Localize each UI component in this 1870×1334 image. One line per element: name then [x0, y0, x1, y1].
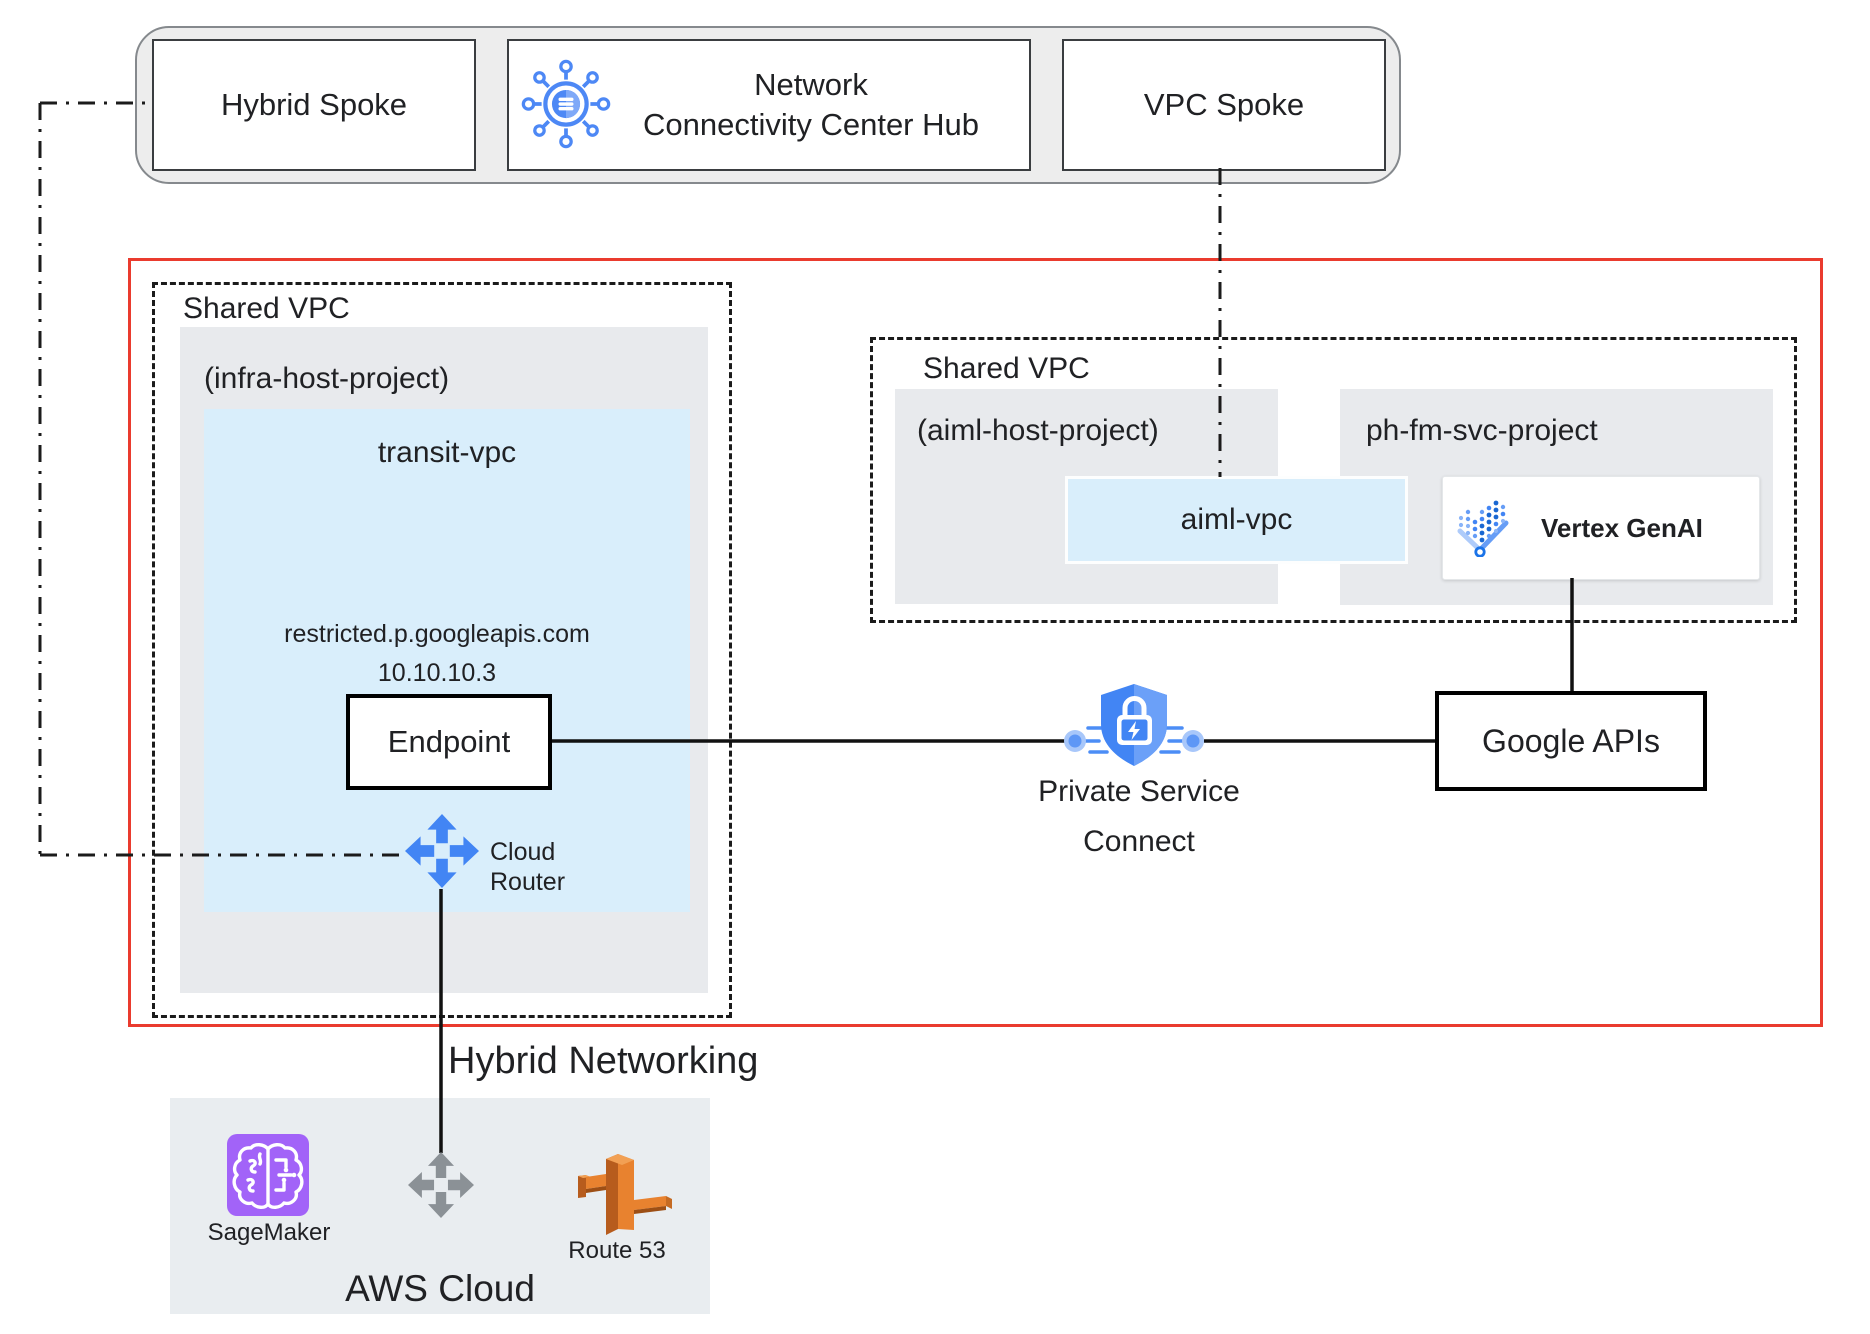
google-apis-label: Google APIs — [1482, 722, 1660, 759]
cloud-router-icon — [405, 814, 479, 888]
cloud-router-label-line2: Router — [490, 868, 566, 896]
google-apis-box: Google APIs — [1435, 691, 1707, 791]
ncc-hub-label: Network Connectivity Center Hub — [643, 67, 979, 142]
ph-fm-svc-project-label: ph-fm-svc-project — [1366, 414, 1598, 447]
route53-pillar-icon — [576, 1150, 676, 1238]
route53-label: Route 53 — [568, 1237, 666, 1264]
psc-label-line2: Connect — [1083, 825, 1195, 858]
hybrid-networking-label: Hybrid Networking — [448, 1040, 759, 1082]
endpoint-box: Endpoint — [346, 694, 552, 790]
vertex-genai-label: Vertex GenAI — [1541, 512, 1703, 543]
vertex-dots-icon — [1457, 499, 1509, 557]
vpc-spoke-label: VPC Spoke — [1143, 87, 1305, 122]
aws-cloud-label: AWS Cloud — [345, 1268, 535, 1309]
psc-label-line1: Private Service — [1038, 775, 1240, 808]
sagemaker-label: SageMaker — [207, 1219, 331, 1246]
hybrid-spoke-label: Hybrid Spoke — [220, 87, 408, 122]
endpoint-ip-label: 10.10.10.3 — [377, 659, 497, 687]
shared-vpc-aiml-title: Shared VPC — [923, 352, 1090, 385]
aiml-vpc-box: aiml-vpc — [1065, 476, 1408, 564]
ncc-hub-box: Network Connectivity Center Hub — [507, 39, 1031, 171]
vertex-genai-card: Vertex GenAI — [1442, 476, 1760, 580]
google-cloud-boundary — [128, 258, 1823, 1027]
endpoint-dns-label: restricted.p.googleapis.com — [284, 620, 590, 648]
endpoint-label: Endpoint — [387, 724, 511, 759]
shared-vpc-aiml-box — [870, 337, 1797, 623]
shared-vpc-infra-title: Shared VPC — [183, 292, 350, 325]
hybrid-spoke-box: Hybrid Spoke — [152, 39, 476, 171]
transit-vpc-label: transit-vpc — [377, 436, 517, 469]
gray-router-icon — [408, 1152, 474, 1218]
vpc-spoke-box: VPC Spoke — [1062, 39, 1386, 171]
shield-lock-icon — [1055, 682, 1215, 770]
aiml-vpc-label: aiml-vpc — [1180, 503, 1293, 536]
hub-network-icon — [521, 59, 611, 149]
cloud-router-label-line1: Cloud — [490, 838, 556, 866]
infra-host-project-label: (infra-host-project) — [204, 362, 450, 395]
brain-icon — [227, 1134, 309, 1218]
aiml-host-project-label: (aiml-host-project) — [917, 414, 1159, 447]
